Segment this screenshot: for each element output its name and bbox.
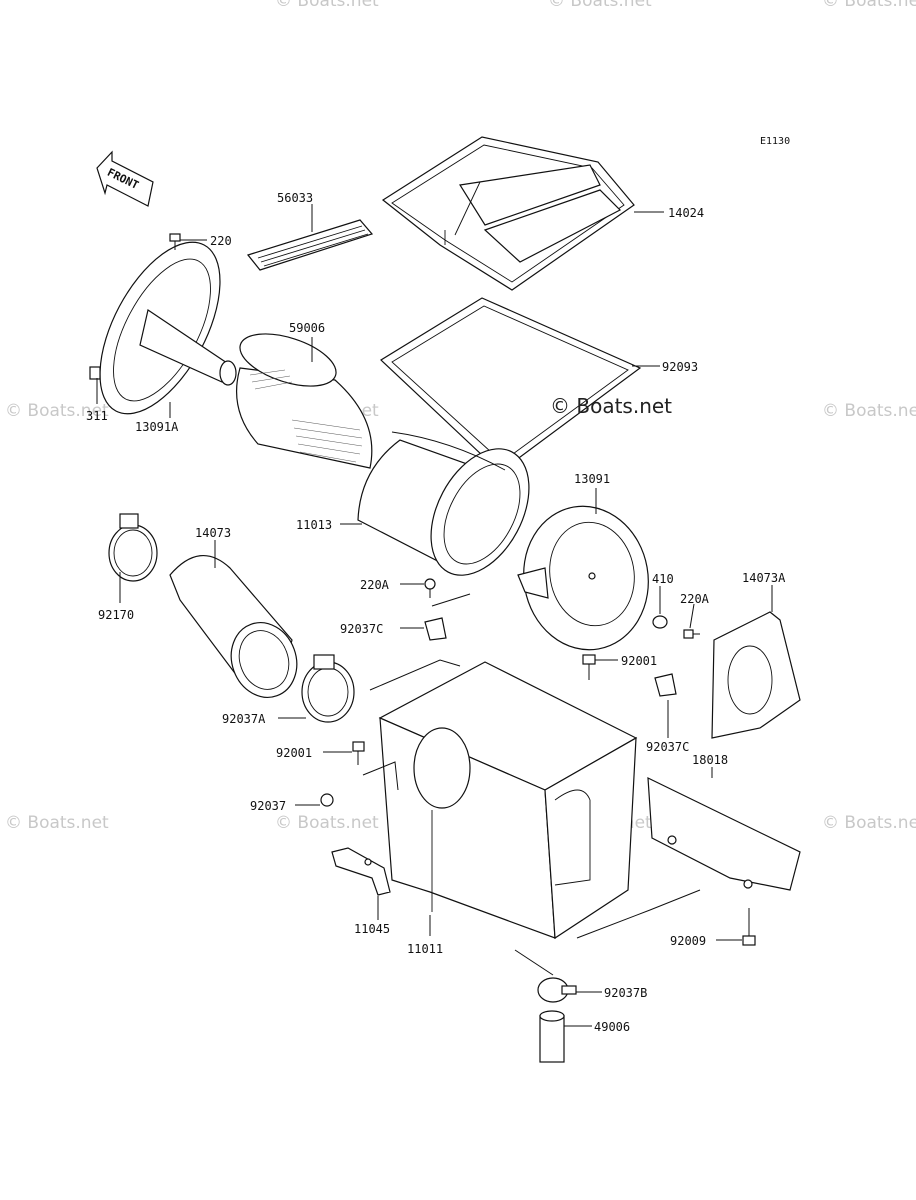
screw-220a-icon [424, 578, 436, 598]
screw-220a-icon [683, 629, 700, 639]
part-label: 92001 [621, 654, 657, 668]
air-cleaner-rear-cover [517, 505, 649, 651]
clamp-92037a [301, 654, 355, 723]
part-label: 92037B [604, 986, 647, 1000]
watermark-main: © Boats.net [550, 394, 672, 418]
part-label: 18018 [692, 753, 728, 767]
pin-icon [89, 366, 101, 380]
drain-hose [539, 1010, 565, 1063]
part-label: 13091A [135, 420, 179, 434]
label-plate [246, 219, 374, 271]
pre-filter [235, 333, 373, 469]
bracket-icon [331, 847, 391, 896]
screw-icon [169, 233, 181, 250]
part-label: 11045 [354, 922, 390, 936]
part-label: 410 [652, 572, 674, 586]
part-label: 92037C [646, 740, 689, 754]
part-label: 92170 [98, 608, 134, 622]
part-label: 14024 [668, 206, 704, 220]
part-label: 11013 [296, 518, 332, 532]
diagram-code: E1130 [760, 136, 790, 147]
part-label: 220 [210, 234, 232, 248]
leader-lines [96, 204, 773, 1027]
front-arrow-icon: FRONT [96, 150, 154, 207]
air-cleaner-front-cover [99, 241, 237, 415]
gasket [380, 297, 642, 473]
part-label: 92037C [340, 622, 383, 636]
bolt-92009-icon [742, 908, 756, 946]
part-label: 14073 [195, 526, 231, 540]
watermark: © Boats.net [275, 813, 379, 833]
part-label: 311 [86, 409, 108, 423]
part-label: 220A [360, 578, 390, 592]
watermark: © Boats.net [822, 813, 916, 833]
watermark: © Boats.net [822, 401, 916, 421]
mounting-plate [647, 777, 801, 891]
watermark: © Boats.net [275, 0, 379, 11]
clip-92037-icon [320, 793, 334, 807]
part-label: 92001 [276, 746, 312, 760]
clamp-92037b [537, 977, 577, 1003]
part-label: 92009 [670, 934, 706, 948]
part-label: 92037A [222, 712, 266, 726]
air-cleaner-cover [381, 136, 635, 291]
watermark: © Boats.net [822, 0, 916, 11]
part-label: 92037 [250, 799, 286, 813]
clip-92037c-icon [424, 617, 447, 641]
nut-410-icon [652, 615, 668, 629]
part-label: 14073A [742, 571, 786, 585]
bolt-92001-icon [582, 654, 596, 680]
part-label: 59006 [289, 321, 325, 335]
part-label: 11011 [407, 942, 443, 956]
intake-duct [169, 554, 298, 698]
clip-92037c-icon [654, 673, 677, 697]
air-cleaner-case [378, 661, 638, 940]
part-label: 92093 [662, 360, 698, 374]
bolt-92001-icon [352, 741, 365, 765]
rear-duct [711, 611, 801, 739]
air-filter-element [357, 431, 530, 576]
watermark: © Boats.net [5, 401, 109, 421]
watermark: © Boats.net [548, 0, 652, 11]
clamp-92170 [108, 513, 158, 582]
watermark: © Boats.net [5, 813, 109, 833]
part-label: 49006 [594, 1020, 630, 1034]
part-label: 56033 [277, 191, 313, 205]
part-label: 13091 [574, 472, 610, 486]
part-labels: 14024 56033 220 59006 92093 311 13091A 1… [86, 191, 786, 1034]
part-label: 220A [680, 592, 710, 606]
